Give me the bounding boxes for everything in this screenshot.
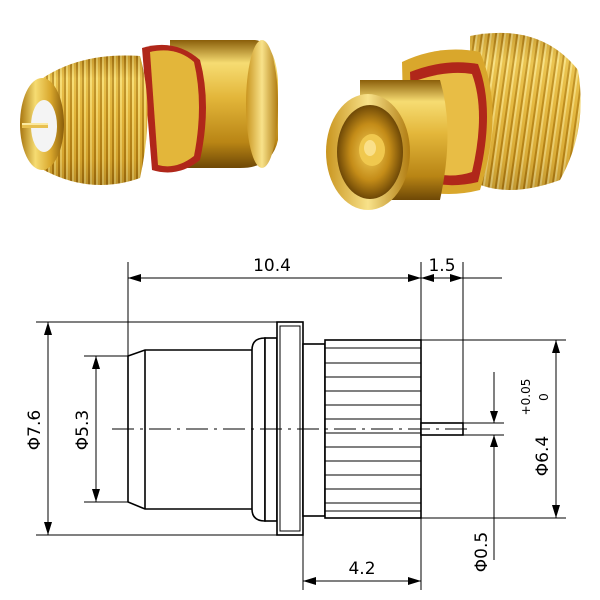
label-length-total: 10.4: [253, 256, 291, 276]
label-inner-dia: Φ5.3: [73, 410, 93, 450]
photo-connector-left: [20, 40, 278, 186]
drawing-neck: [302, 343, 326, 517]
label-pin-length: 1.5: [428, 256, 455, 276]
drawing-knurl-lines: [325, 347, 421, 512]
label-pin-dia: Φ0.5: [472, 532, 492, 572]
label-knurl-tol-upper: +0.05: [519, 379, 533, 416]
dimensions: [36, 262, 566, 590]
drawing-oring: [251, 337, 266, 522]
label-knurl-dia: Φ6.4: [533, 436, 553, 476]
technical-drawing: [112, 321, 470, 536]
left-flange: [150, 50, 199, 167]
label-outer-dia: Φ7.6: [25, 410, 45, 450]
label-knurl-tol-lower: 0: [537, 393, 551, 401]
left-body-end: [246, 40, 278, 168]
left-center-pin: [22, 123, 48, 128]
photo-connector-right: [326, 32, 581, 210]
label-knurl-length: 4.2: [348, 559, 375, 579]
